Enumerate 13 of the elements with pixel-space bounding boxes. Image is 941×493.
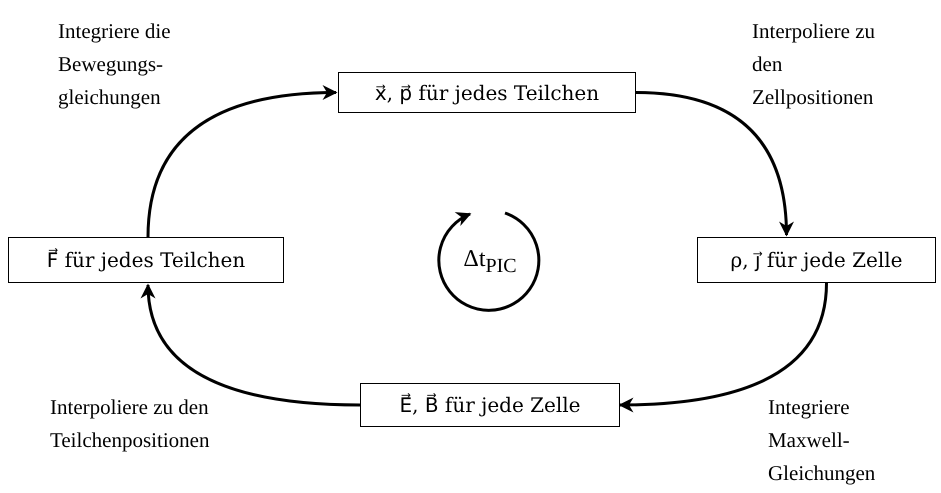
edge-label: Interpoliere zu den Teilchenpositionen [50, 394, 210, 454]
edge-label: Integriere die Bewegungs- gleichungen [58, 18, 172, 111]
edge-label: Integriere Maxwell- Gleichungen [768, 394, 876, 487]
process-box: x⃗, p⃗ für jedes Teilchen [338, 72, 636, 113]
process-box: E⃗, B⃗ für jede Zelle [360, 383, 620, 427]
edge-label: Interpoliere zu den Zellpositionen [752, 18, 876, 111]
curved-arrow [142, 284, 360, 406]
curved-arrow [146, 85, 338, 238]
process-box: ρ, j⃗ für jede Zelle [697, 237, 936, 283]
time-step-label: Δt$_{PIC}$ [463, 246, 517, 278]
curved-arrow [636, 91, 794, 236]
process-box: F⃗ für jedes Teilchen [8, 237, 284, 283]
curved-arrow [618, 282, 828, 412]
